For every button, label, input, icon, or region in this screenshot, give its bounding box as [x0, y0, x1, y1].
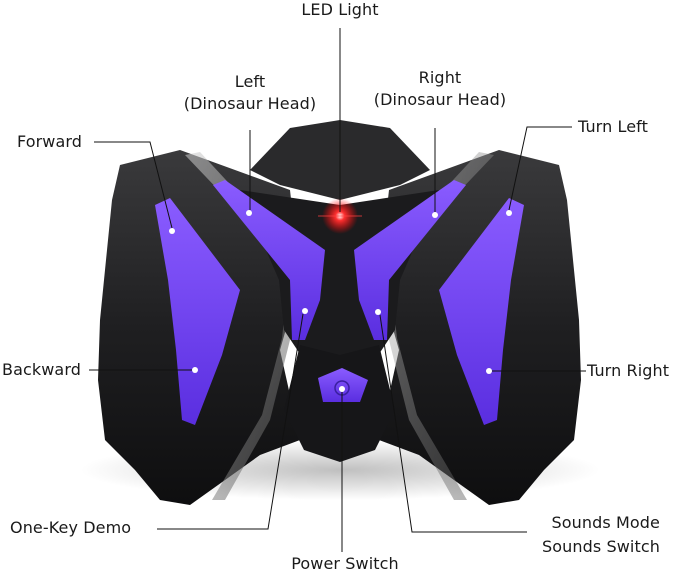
turn-button: [439, 198, 524, 425]
forward-backward-button: [155, 198, 240, 425]
label-led-light: LED Light: [301, 0, 379, 19]
label-power-switch: Power Switch: [291, 554, 399, 573]
label-sounds-switch: Sounds Switch: [541, 537, 660, 556]
label-left-head-title: Left: [234, 72, 266, 91]
label-right-head-subtitle: (Dinosaur Head): [373, 90, 507, 109]
label-one-key-demo: One-Key Demo: [10, 518, 132, 537]
label-left-head-subtitle: (Dinosaur Head): [183, 94, 317, 113]
power-button: [318, 368, 368, 402]
label-turn-right: Turn Right: [587, 361, 670, 380]
label-right-head-title: Right: [418, 68, 462, 87]
left-head-button: [213, 180, 325, 340]
label-turn-left: Turn Left: [578, 117, 649, 136]
label-sounds-mode: Sounds Mode: [551, 513, 660, 532]
label-forward: Forward: [17, 132, 83, 151]
label-backward: Backward: [2, 360, 81, 379]
right-head-button: [354, 180, 466, 340]
